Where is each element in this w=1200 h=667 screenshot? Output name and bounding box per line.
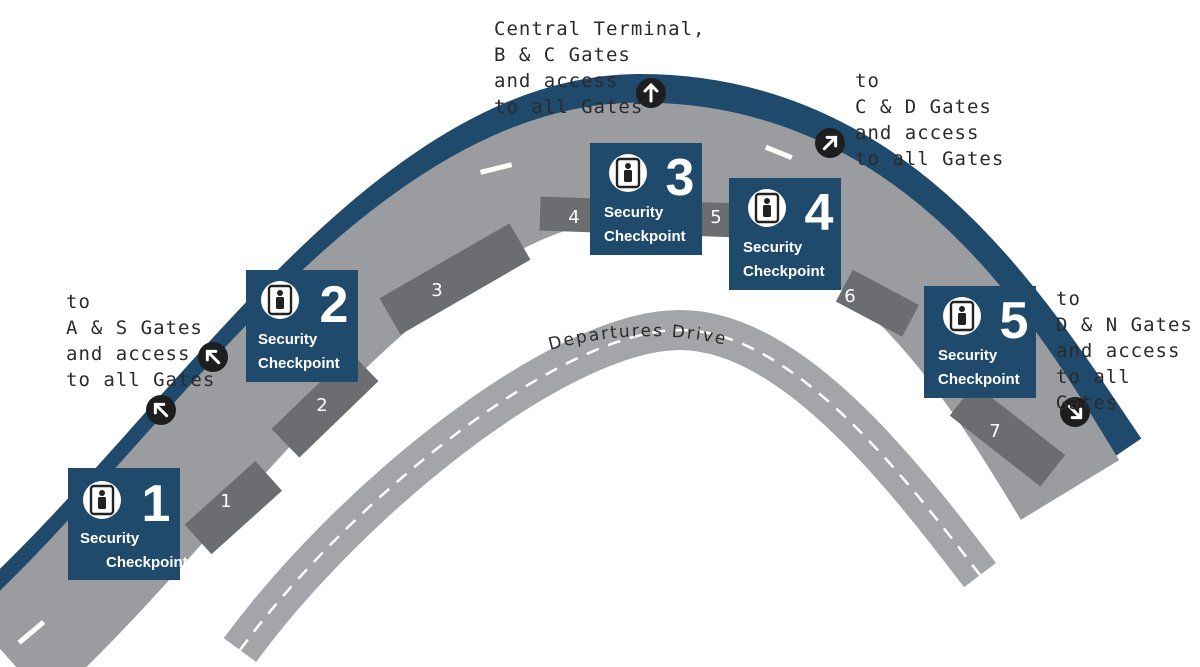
arrow-up-right-icon[interactable] xyxy=(815,128,845,158)
counter-number: 3 xyxy=(431,280,442,301)
checkpoint-box xyxy=(924,286,1036,398)
checkpoint-number: 4 xyxy=(805,184,834,242)
checkpoint-label: Security xyxy=(80,530,140,547)
checkpoint-label: Security xyxy=(604,204,664,221)
arrow-up-left-icon[interactable] xyxy=(146,395,176,425)
arrow-up-left-icon[interactable] xyxy=(198,342,228,372)
checkpoint-number: 2 xyxy=(320,276,349,334)
security-checkpoint-1[interactable]: 1 Security Checkpoint xyxy=(68,468,188,580)
security-checkpoint-5[interactable]: 5 Security Checkpoint xyxy=(924,286,1036,398)
security-scanner-icon xyxy=(941,295,983,337)
checkpoint-box xyxy=(246,270,358,382)
security-checkpoint-2[interactable]: 2 Security Checkpoint xyxy=(246,270,358,382)
checkpoint-label: Security xyxy=(938,347,998,364)
direction-as-gates: to A & S Gates and access to all Gates xyxy=(66,291,216,391)
checkpoint-label: Security xyxy=(743,239,803,256)
counter-number: 6 xyxy=(844,286,855,307)
door-marker xyxy=(17,620,46,645)
checkpoint-number: 5 xyxy=(1000,292,1029,350)
door-marker xyxy=(479,162,513,175)
checkpoint-box xyxy=(590,143,702,255)
checkpoint-label: Security xyxy=(258,331,318,348)
ticket-counter xyxy=(835,269,920,337)
counter-number: 1 xyxy=(220,491,231,512)
door-marker xyxy=(764,144,793,161)
checkpoint-number: 3 xyxy=(666,149,695,207)
security-scanner-icon xyxy=(746,187,788,229)
arrow-up-icon[interactable] xyxy=(636,78,666,108)
checkpoint-label: Checkpoint xyxy=(938,371,1020,388)
counter-number: 5 xyxy=(710,207,721,228)
checkpoint-box xyxy=(68,468,180,580)
ticket-counter xyxy=(379,223,531,335)
security-scanner-icon xyxy=(81,479,123,521)
checkpoint-number: 1 xyxy=(142,475,171,533)
counter-numbers: 1 2 3 4 5 6 7 xyxy=(220,207,1000,512)
direction-dn-gates: to D & N Gates and access to all Gates xyxy=(1056,288,1193,414)
arrow-down-right-icon[interactable] xyxy=(1060,397,1090,427)
security-scanner-icon xyxy=(259,279,301,321)
checkpoint-label: Checkpoint xyxy=(106,554,188,571)
direction-central-terminal: Central Terminal, B & C Gates and access… xyxy=(494,18,706,118)
checkpoint-box xyxy=(729,178,841,290)
counter-number: 4 xyxy=(568,207,579,228)
security-scanner-icon xyxy=(607,152,649,194)
inner-gap xyxy=(134,269,1035,667)
checkpoint-label: Checkpoint xyxy=(743,263,825,280)
road-center-line xyxy=(238,328,981,651)
security-checkpoint-3[interactable]: 3 Security Checkpoint xyxy=(590,143,702,255)
ticket-counter xyxy=(184,461,283,555)
ticket-counter xyxy=(949,384,1066,487)
counter-number: 2 xyxy=(316,395,327,416)
security-checkpoint-4[interactable]: 4 Security Checkpoint xyxy=(729,178,841,290)
counter-number: 7 xyxy=(989,421,1000,442)
checkpoint-label: Checkpoint xyxy=(258,355,340,372)
checkpoint-label: Checkpoint xyxy=(604,228,686,245)
direction-cd-gates: to C & D Gates and access to all Gates xyxy=(855,70,1005,170)
